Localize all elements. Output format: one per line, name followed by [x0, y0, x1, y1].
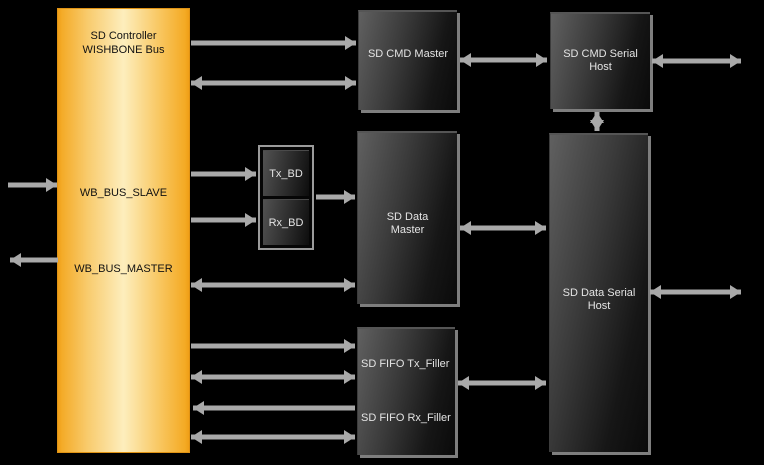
sd-cmd-master-block: SD CMD Master: [358, 10, 457, 110]
tx-bd-block: Tx_BD: [263, 150, 309, 196]
sd-data-master-label-line2: Master: [390, 223, 425, 236]
sd-cmd-serial-host-block: SD CMD Serial Host: [550, 12, 650, 109]
buffer-descriptor-container: Tx_BD Rx_BD: [258, 145, 314, 250]
sd-data-master-label-line1: SD Data: [386, 210, 429, 223]
sd-fifo-rx-filler-label: SD FIFO Rx_Filler: [361, 412, 451, 424]
wishbone-bus-title-line2: WISHBONE Bus: [82, 44, 165, 56]
tx-bd-label: Tx_BD: [269, 167, 303, 180]
sd-data-serial-host-label-line2: Host: [587, 299, 611, 312]
wishbone-bus-title: SD Controller WISHBONE Bus: [58, 29, 189, 57]
sd-fifo-filler-block: SD FIFO Tx_Filler SD FIFO Rx_Filler: [357, 327, 455, 455]
sd-cmd-master-label: SD CMD Master: [367, 47, 449, 60]
sd-fifo-tx-filler-label: SD FIFO Tx_Filler: [361, 358, 450, 370]
rx-bd-block: Rx_BD: [263, 199, 309, 245]
wishbone-bus-title-line1: SD Controller: [90, 30, 157, 42]
sd-data-master-block: SD Data Master: [357, 131, 457, 304]
sd-data-serial-host-block: SD Data Serial Host: [549, 133, 648, 452]
sd-cmd-serial-host-label-line1: SD CMD Serial: [563, 47, 638, 60]
wb-bus-master-port-label: WB_BUS_MASTER: [74, 263, 173, 275]
wb-bus-slave-port-label: WB_BUS_SLAVE: [79, 187, 168, 199]
sd-data-serial-host-label-line1: SD Data Serial: [562, 286, 636, 299]
rx-bd-label: Rx_BD: [268, 216, 304, 229]
sd-cmd-serial-host-label-line2: Host: [589, 60, 612, 73]
wishbone-bus-block: SD Controller WISHBONE Bus WB_BUS_SLAVE …: [57, 8, 190, 453]
